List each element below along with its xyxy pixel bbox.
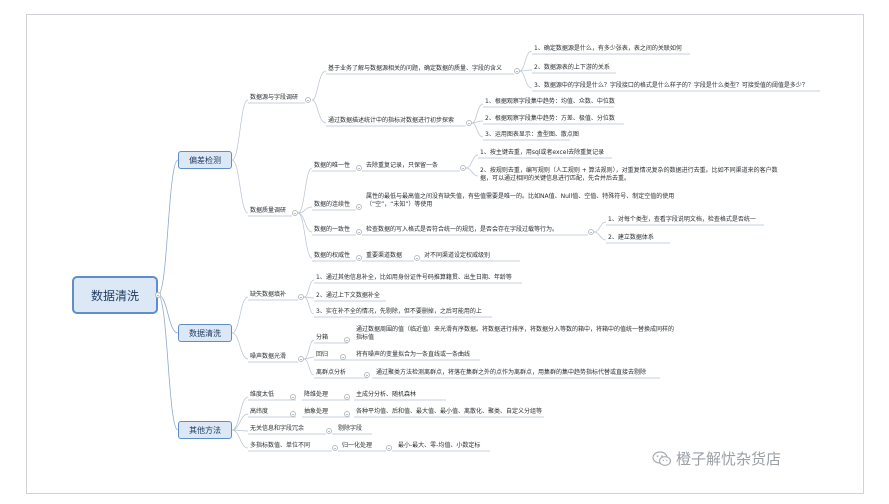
leaf-field-format: 3、数据源中的字段是什么？字段接口的格式是什么样子的？字段是什么类型？可接受值的… bbox=[534, 82, 808, 89]
toggle-dimension-low[interactable] bbox=[290, 394, 296, 400]
leaf-fill-other-info: 1、通过其他信息补全，比如用身份证件号码推算籍贯、出生日期、年龄等 bbox=[316, 274, 512, 281]
leaf-authority-levels: 对不同渠道设定权威级别 bbox=[424, 252, 491, 259]
toggle-authority[interactable] bbox=[356, 255, 362, 261]
node-consistency-detail[interactable]: 检查数据的写入格式是否符合统一的规范，是否会存在字段过载等行为。 bbox=[366, 226, 559, 233]
toggle-multi-metric[interactable] bbox=[332, 445, 338, 451]
node-source-field-research[interactable]: 数据源与字段调研 bbox=[250, 94, 299, 101]
toggle-important-channels[interactable] bbox=[414, 255, 420, 261]
node-missing-data-fill[interactable]: 缺失数据填补 bbox=[250, 291, 287, 298]
leaf-aggregations: 各种平均值、后和值、最大值、最小值、离散化、聚类、自定义分组等 bbox=[356, 408, 543, 415]
node-uniqueness[interactable]: 数据的唯一性 bbox=[314, 162, 351, 169]
leaf-check-format: 1、对每个类型，查看字段说明文档，检查格式是否统一 bbox=[608, 216, 756, 223]
node-data-quality-research[interactable]: 数据质量调研 bbox=[250, 207, 287, 214]
toggle-abstraction[interactable] bbox=[344, 411, 350, 417]
leaf-source-tables: 1、确定数据源是什么，有多少张表，表之间的关联如何 bbox=[534, 45, 682, 52]
leaf-binning-detail: 通过数据周围的值（临近值）来光滑有序数据。将数据进行排序，将数据分入等数的箱中，… bbox=[356, 326, 675, 341]
leaf-charts: 3、运用图表显示：盒型图、散点图 bbox=[485, 131, 579, 138]
node-authority[interactable]: 数据的权威性 bbox=[314, 252, 351, 259]
toggle-uniqueness[interactable] bbox=[356, 165, 362, 171]
toggle-consistency-detail[interactable] bbox=[588, 229, 594, 235]
leaf-upstream-downstream: 2、数据源表的上下游的关系 bbox=[534, 64, 610, 71]
node-irrelevant-fields[interactable]: 无关信息和字段冗余 bbox=[250, 425, 305, 432]
watermark-text: 橙子解忧杂货店 bbox=[676, 450, 782, 468]
node-noise-smoothing[interactable]: 噪声数据光滑 bbox=[250, 353, 287, 360]
toggle-descriptive-stats[interactable] bbox=[466, 120, 472, 126]
node-important-channels[interactable]: 重要渠道数据 bbox=[366, 252, 403, 259]
node-normalization[interactable]: 归一化处理 bbox=[342, 442, 373, 449]
node-abstraction[interactable]: 抽象处理 bbox=[304, 408, 329, 415]
node-binning[interactable]: 分箱 bbox=[316, 334, 329, 341]
node-multi-metric[interactable]: 多指标数值、单位不同 bbox=[250, 442, 311, 449]
leaf-continuity-detail: 属性的最低与最高值之间没有缺失值，有些值需要是唯一的。比如NA值、Null值、空… bbox=[366, 193, 675, 208]
node-business-understanding[interactable]: 基于业务了解与数据源相关的问题，确定数据的质量、字段的含义 bbox=[328, 65, 503, 72]
root-collapse-toggle[interactable] bbox=[155, 292, 161, 298]
toggle-normalization[interactable] bbox=[386, 445, 392, 451]
toggle-source-field-research[interactable] bbox=[305, 97, 311, 103]
toggle-continuity[interactable] bbox=[356, 204, 362, 210]
toggle-outlier-analysis[interactable] bbox=[364, 372, 370, 378]
toggle-dedup[interactable] bbox=[460, 165, 466, 171]
node-dedup[interactable]: 去除重复记录，只保留一条 bbox=[366, 162, 439, 169]
leaf-dedup-rules: 2、按规则去重，编写规则（人工规则 + 算法规则），对重复情况复杂的数据进行去重… bbox=[480, 167, 778, 182]
toggle-binning[interactable] bbox=[344, 337, 350, 343]
toggle-irrelevant-fields[interactable] bbox=[326, 428, 332, 434]
leaf-normalization-methods: 最小-最大、零-均值、小数定标 bbox=[398, 442, 481, 449]
toggle-business-understanding[interactable] bbox=[514, 68, 520, 74]
leaf-fill-remove: 3、实在补不全的情况，先剔除，但不要删掉，之后可能用的上 bbox=[316, 308, 482, 315]
node-dim-reduction[interactable]: 降维处理 bbox=[304, 391, 329, 398]
node-high-dimension[interactable]: 高纬度 bbox=[250, 408, 269, 415]
node-consistency[interactable]: 数据的一致性 bbox=[314, 226, 351, 233]
leaf-remove-fields: 剔除字段 bbox=[338, 425, 363, 432]
root-node[interactable]: 数据清洗 bbox=[72, 276, 158, 314]
leaf-dedup-primary-key: 1、按主键去重，用sql或者excel去除重复记录 bbox=[480, 149, 605, 156]
node-regression[interactable]: 回归 bbox=[316, 351, 329, 358]
leaf-dispersion: 2、根据观察字段集中趋势：方差、极值、分位数 bbox=[485, 115, 615, 122]
node-continuity[interactable]: 数据的连续性 bbox=[314, 201, 351, 208]
branch-data-cleaning[interactable]: 数据清洗 bbox=[178, 324, 232, 342]
leaf-outlier-detail: 通过聚类方法检测离群点，将落在集群之外的点作为离群点，用集群的集中趋势指标代替或… bbox=[376, 369, 647, 376]
toggle-data-quality-research[interactable] bbox=[292, 210, 298, 216]
branch-bias-detection[interactable]: 偏差检测 bbox=[178, 151, 232, 169]
leaf-central-tendency: 1、根据观察字段集中趋势：均值、众数、中位数 bbox=[485, 98, 615, 105]
leaf-fill-context: 2、通过上下文数据补全 bbox=[316, 292, 380, 299]
toggle-consistency[interactable] bbox=[356, 229, 362, 235]
toggle-regression[interactable] bbox=[340, 354, 346, 360]
toggle-noise-smoothing[interactable] bbox=[298, 356, 304, 362]
branch-other-methods[interactable]: 其他方法 bbox=[178, 421, 232, 439]
leaf-regression-detail: 将有噪声的变量拟合为一条直线或一条曲线 bbox=[356, 351, 471, 358]
leaf-build-system: 2、建立数据体系 bbox=[608, 234, 654, 241]
node-outlier-analysis[interactable]: 离群点分析 bbox=[316, 369, 347, 376]
toggle-high-dimension[interactable] bbox=[290, 411, 296, 417]
node-dimension-low[interactable]: 维度太低 bbox=[250, 391, 275, 398]
watermark: 橙子解忧杂货店 bbox=[652, 448, 781, 469]
toggle-missing-data-fill[interactable] bbox=[298, 294, 304, 300]
leaf-pca-rf: 主成分分析、随机森林 bbox=[356, 391, 417, 398]
node-descriptive-stats[interactable]: 通过数据描述统计中的指标对数据进行初步探索 bbox=[328, 117, 455, 124]
toggle-dim-reduction[interactable] bbox=[344, 394, 350, 400]
wechat-icon bbox=[652, 450, 672, 466]
